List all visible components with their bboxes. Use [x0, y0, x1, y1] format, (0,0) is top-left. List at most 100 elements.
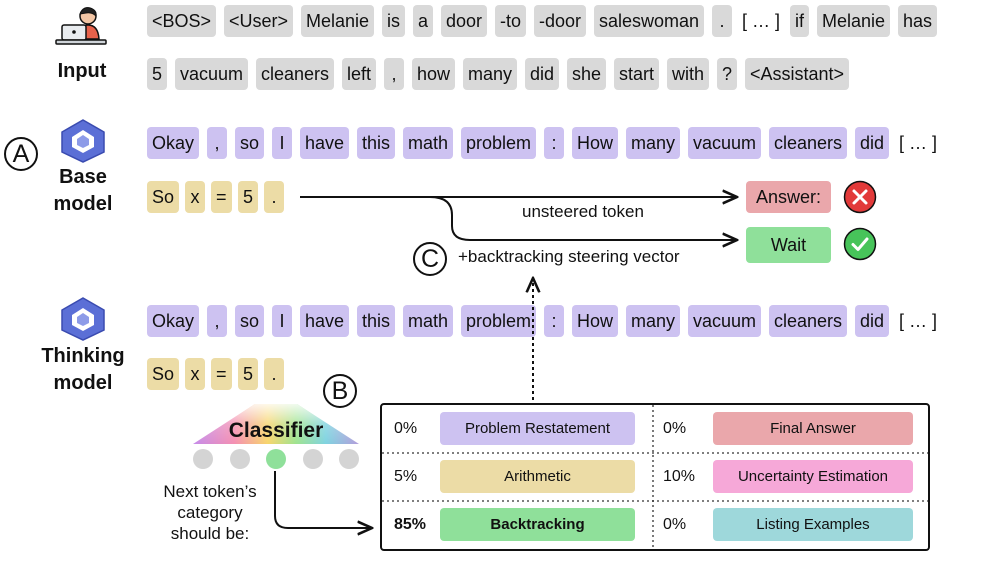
classifier-label: Classifier [228, 419, 324, 442]
classifier-dot [193, 449, 213, 469]
category-label: Problem Restatement [440, 412, 635, 445]
base-model-logo-icon [58, 118, 108, 164]
classifier-trapezoid [193, 404, 359, 444]
token: vacuum [688, 127, 762, 159]
category-label: Backtracking [440, 508, 635, 541]
category-label: Final Answer [713, 412, 913, 445]
classifier-dot [302, 449, 323, 469]
token: Melanie [817, 5, 891, 37]
token: many [626, 127, 681, 159]
token: cleaners [256, 58, 335, 90]
correct-icon [843, 227, 877, 261]
token: door [441, 5, 488, 37]
base-model-label-line2: model [53, 193, 113, 215]
token: -to [495, 5, 527, 37]
classifier-dot [339, 449, 359, 469]
token: cleaners [769, 127, 848, 159]
token: so [235, 305, 265, 337]
classifier-to-table-arrow [274, 471, 372, 528]
token: have [300, 305, 350, 337]
token: vacuum [175, 58, 249, 90]
token: 5 [147, 58, 168, 90]
token: So [147, 358, 180, 390]
classifier-dot [229, 449, 250, 469]
token: , [384, 58, 404, 90]
token: -door [534, 5, 587, 37]
token: = [211, 358, 232, 390]
steered-arrow [429, 196, 737, 240]
token: problem [461, 305, 537, 337]
thinking-model-logo-icon [58, 296, 108, 342]
classifier-note-line: should be: [170, 524, 250, 543]
classifier-dot-selected [266, 449, 286, 469]
token: she [567, 58, 607, 90]
category-percent: 85% [394, 516, 427, 533]
token: has [898, 5, 938, 37]
token: How [572, 127, 619, 159]
token: many [463, 58, 518, 90]
token: a [413, 5, 434, 37]
token: ? [717, 58, 738, 90]
category-percent: 5% [394, 468, 418, 485]
token: saleswoman [594, 5, 705, 37]
token: [ … ] [899, 311, 938, 331]
token: this [357, 127, 396, 159]
token: math [403, 305, 454, 337]
classifier-note-line: Next token’s [163, 482, 257, 501]
wrong-icon [843, 180, 877, 214]
category-label: Listing Examples [713, 508, 913, 541]
category-percent: 0% [663, 420, 687, 437]
token: cleaners [769, 305, 848, 337]
token: left [342, 58, 377, 90]
marker-a: A [4, 137, 38, 171]
unsteered-answer-token: Answer: [746, 181, 831, 213]
token: Okay [147, 305, 200, 337]
token: [ … ] [742, 11, 781, 31]
input-user-icon [50, 5, 114, 47]
token: . [264, 181, 284, 213]
token: How [572, 305, 619, 337]
thinking-model-label-line2: model [53, 372, 113, 394]
token: . [264, 358, 284, 390]
token: <User> [224, 5, 294, 37]
category-percent: 0% [663, 516, 687, 533]
category-label: Arithmetic [440, 460, 635, 493]
token: have [300, 127, 350, 159]
token: = [211, 181, 232, 213]
token: 5 [238, 181, 259, 213]
steering-vector-label: +backtracking steering vector [458, 247, 680, 266]
marker-b: B [323, 374, 357, 408]
token: x [185, 358, 205, 390]
base-model-label-line1: Base [59, 166, 107, 188]
category-percent: 0% [394, 420, 418, 437]
token: : [544, 127, 564, 159]
category-percent: 10% [663, 468, 696, 485]
steered-wait-token: Wait [746, 227, 831, 263]
token: : [544, 305, 564, 337]
token: this [357, 305, 396, 337]
token: if [790, 5, 809, 37]
token: I [272, 305, 292, 337]
token: problem [461, 127, 537, 159]
token: x [185, 181, 205, 213]
token: <BOS> [147, 5, 217, 37]
token: Melanie [301, 5, 375, 37]
token: So [147, 181, 180, 213]
token: I [272, 127, 292, 159]
unsteered-token-label: unsteered token [522, 202, 644, 221]
classifier-note-line: category [177, 503, 243, 522]
token: . [712, 5, 732, 37]
token: <Assistant> [745, 58, 850, 90]
token: is [382, 5, 405, 37]
token: Okay [147, 127, 200, 159]
input-label: Input [57, 60, 107, 82]
token: many [626, 305, 681, 337]
token: vacuum [688, 305, 762, 337]
category-label: Uncertainty Estimation [713, 460, 913, 493]
thinking-model-label-line1: Thinking [41, 345, 125, 367]
token: with [667, 58, 710, 90]
token: [ … ] [899, 133, 938, 153]
token: how [412, 58, 456, 90]
token: did [855, 305, 890, 337]
